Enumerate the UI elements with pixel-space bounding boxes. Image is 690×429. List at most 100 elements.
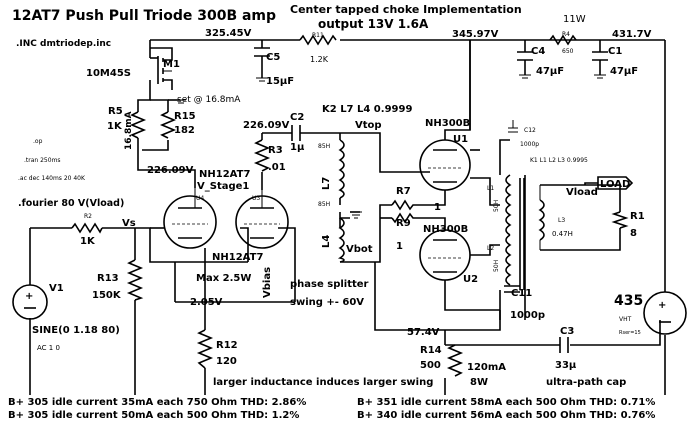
vht-plus: + [658, 300, 666, 311]
vht-rser: Rser=15 [619, 330, 641, 336]
r14-power: 8W [470, 377, 488, 388]
node-vbot: Vbot [346, 244, 373, 255]
r4-value: 650 [562, 48, 574, 55]
m1-label: M1 [163, 59, 180, 70]
c11-value: 1000p [510, 310, 545, 321]
r11-name: R11 [312, 32, 324, 39]
l2-name: L2 [487, 245, 494, 252]
c1-value: 47µF [610, 66, 638, 77]
capacitor-c4: C4 47µF [517, 46, 564, 79]
node-n1: 325.45V [205, 28, 252, 39]
r5-name: R5 [108, 106, 123, 117]
l4-value: 85H [318, 201, 330, 208]
r15-name: R15 [174, 111, 196, 122]
u1-name: U1 [453, 134, 468, 145]
vht-value: 435 [614, 293, 643, 309]
tube-u4: U4 [163, 188, 217, 249]
schematic-title: 12AT7 Push Pull Triode 300B amp [12, 8, 276, 24]
resistor-r14: R14 500 120mA 8W [420, 344, 506, 388]
v1-plus: + [25, 291, 33, 302]
annotation-max: Max 2.5W [196, 273, 251, 284]
r9-value: 1 [396, 241, 403, 252]
resistor-r9: R9 1 [391, 212, 415, 252]
r14-current: 120mA [467, 362, 506, 373]
c2-value: 1µ [290, 142, 305, 153]
u4-name: U4 [196, 195, 204, 202]
r2-name: R2 [84, 213, 92, 220]
r13-name: R13 [97, 273, 119, 284]
u2-name: U2 [463, 274, 478, 285]
result-line-3: B+ 351 idle current 58mA each 500 Ohm TH… [357, 397, 655, 408]
c3-value: 33µ [555, 360, 577, 371]
l7-name: L7 [321, 177, 332, 190]
l3-value: 0.47H [552, 230, 573, 238]
node-n2: 345.97V [452, 29, 499, 40]
r12-name: R12 [216, 340, 238, 351]
node-n5: 226.09V [243, 120, 290, 131]
c5-value: 15µF [266, 76, 294, 87]
tube-u1: U1 [419, 134, 471, 191]
r13-value: 150K [92, 290, 122, 301]
k2-label: K2 L7 L4 0.9999 [322, 104, 412, 115]
ground-symbols [176, 99, 362, 219]
stage1-name: V_Stage1 [197, 181, 249, 192]
resistor-r7: R7 1 [391, 186, 441, 213]
c4-value: 47µF [536, 66, 564, 77]
stage2-label: NH12AT7 [212, 252, 263, 263]
node-vs: Vs [122, 218, 136, 229]
resistor-r1: R1 8 [611, 211, 645, 239]
v1-value: SINE(0 1.18 80) [32, 325, 120, 336]
subtitle-output: output 13V 1.6A [318, 17, 429, 31]
resistor-r2: R2 1K Vs [71, 213, 136, 247]
c12-value: 1000p [520, 141, 539, 148]
l1-value: 50H [493, 200, 500, 212]
c12-name: C12 [524, 127, 536, 134]
node-n4: 226.09V [147, 165, 194, 176]
r5-current: 16.8mA [124, 111, 134, 150]
r5-value: 1K [107, 121, 123, 132]
resistor-r5: R5 1K 16.8mA [107, 106, 147, 150]
directive-inc: .INC dmtriodep.inc [16, 39, 111, 49]
r7-name: R7 [396, 186, 411, 197]
transformer-output: L1 50H L2 50H K1 L1 L2 L3 0.9995 [487, 157, 588, 290]
l4-name: L4 [321, 235, 332, 248]
directive-fourier: .fourier 80 V(Vload) [18, 198, 124, 209]
annotation-phase: phase splitter [290, 279, 369, 290]
l1-name: L1 [487, 185, 494, 192]
load-flag: LOAD Vload [566, 176, 634, 198]
node-vbias: Vbias [262, 267, 273, 298]
resistor-r3: R3 .01 [253, 139, 286, 173]
node-vload: Vload [566, 187, 598, 198]
subtitle-implementation: Center tapped choke Implementation [290, 3, 522, 16]
stage1-label: NH12AT7 [199, 169, 250, 180]
source-v1: + V1 SINE(0 1.18 80) AC 1 0 [12, 283, 120, 352]
resistor-r4: R4 650 11W [549, 14, 586, 55]
node-n3: 431.7V [612, 29, 652, 40]
inductor-l3: L3 0.47H [538, 199, 573, 241]
node-n6: 2.05V [190, 297, 223, 308]
node-n7: 57.4V [407, 327, 440, 338]
resistor-r11: R11 1.2K [299, 32, 337, 64]
l2-value: 50H [493, 260, 500, 272]
c4-name: C4 [531, 46, 545, 57]
wires [29, 39, 666, 395]
r9-name: R9 [396, 218, 411, 229]
m1-model: 10M45S [86, 68, 131, 79]
c11-name: C11 [511, 288, 532, 299]
m1-note: set @ 16.8mA [177, 95, 241, 105]
capacitor-c1: C1 47µF [592, 46, 638, 79]
r2-value: 1K [80, 236, 96, 247]
resistor-r15: R15 182 [159, 111, 196, 139]
r4-name: R4 [562, 31, 570, 38]
c3-note: ultra-path cap [546, 377, 626, 388]
l7-value: 85H [318, 143, 330, 150]
annotation-swing: swing +- 60V [290, 297, 364, 308]
annotation-inductance: larger inductance induces larger swing [213, 377, 433, 388]
r11-value: 1.2K [310, 55, 329, 64]
inductor-l4: 85H L4 [318, 201, 345, 263]
resistor-r12: R12 120 [196, 329, 238, 369]
r3-name: R3 [268, 145, 283, 156]
r7-value: 1 [434, 202, 441, 213]
